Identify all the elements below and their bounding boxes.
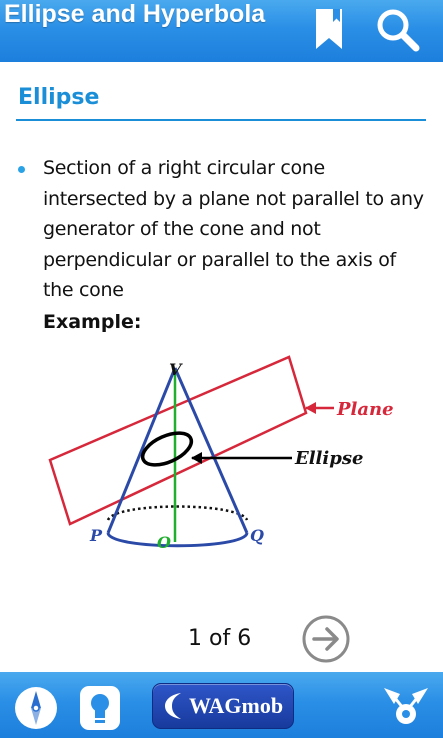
section-title: Ellipse xyxy=(18,85,100,110)
label-o: O xyxy=(157,533,171,552)
bookmark-icon xyxy=(316,9,342,49)
page-indicator: 1 of 6 xyxy=(188,626,252,651)
tips-button[interactable] xyxy=(78,684,122,732)
compass-button[interactable] xyxy=(12,684,60,732)
cone-side-right xyxy=(173,367,249,534)
label-plane: Plane xyxy=(336,399,394,420)
definition-text: Section of a right circular cone interse… xyxy=(43,157,424,301)
cone-base-front xyxy=(106,532,249,548)
label-v: V xyxy=(169,360,183,379)
lightbulb-icon xyxy=(80,686,120,730)
next-page-button[interactable] xyxy=(301,614,351,664)
wagmob-button[interactable]: WAGmob xyxy=(152,683,294,729)
cone-side-left xyxy=(106,367,177,534)
ellipse-section xyxy=(140,431,194,467)
cone-base-back xyxy=(106,505,249,521)
app-title: Ellipse and Hyperbola xyxy=(4,0,266,28)
network-icon xyxy=(384,688,428,724)
label-ellipse: Ellipse xyxy=(294,448,363,469)
network-button[interactable] xyxy=(381,684,431,732)
bookmark-button[interactable] xyxy=(305,0,353,58)
plane-shape xyxy=(48,355,308,526)
label-p: P xyxy=(89,526,103,545)
top-bar: Ellipse and Hyperbola xyxy=(0,0,443,62)
example-label: Example: xyxy=(43,311,142,333)
cone-section-diagram: V Plane Ellipse P O Q xyxy=(48,355,394,552)
search-icon xyxy=(377,9,420,52)
search-button[interactable] xyxy=(368,0,426,58)
bullet-icon xyxy=(18,166,25,173)
label-q: Q xyxy=(250,526,264,545)
arrow-right-circle-icon xyxy=(302,615,350,663)
wagmob-logo-icon xyxy=(164,693,181,719)
plane-arrowhead xyxy=(305,402,316,414)
ellipse-arrowhead xyxy=(191,452,202,464)
section-divider xyxy=(16,119,426,121)
wagmob-label: WAGmob xyxy=(188,693,284,718)
compass-icon xyxy=(15,687,57,729)
